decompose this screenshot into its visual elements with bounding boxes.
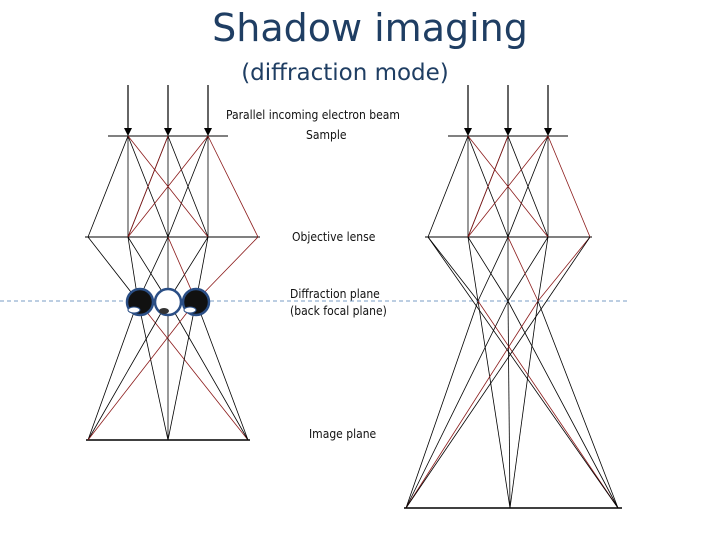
arrowhead-icon	[504, 128, 512, 136]
beam-label: Parallel incoming electron beam	[226, 108, 400, 122]
right-rays	[405, 135, 619, 509]
arrowhead-icon	[544, 128, 552, 136]
arrowhead-icon	[204, 128, 212, 136]
left-rays	[87, 135, 259, 441]
arrowhead-icon	[164, 128, 172, 136]
page-title: Shadow imaging	[212, 6, 528, 50]
back-focal-plane-label: (back focal plane)	[290, 304, 387, 318]
right-ray-diagram	[404, 85, 622, 509]
image-plane-label: Image plane	[309, 427, 377, 441]
left-ray-diagram	[85, 85, 260, 441]
diffraction-plane-label: Diffraction plane	[290, 287, 380, 301]
diffraction-spots	[125, 287, 211, 317]
arrowhead-icon	[124, 128, 132, 136]
sample-label: Sample	[306, 128, 347, 142]
arrowhead-icon	[464, 128, 472, 136]
page-subtitle: (diffraction mode)	[241, 60, 449, 86]
objective-lens-label: Objective lense	[292, 230, 376, 244]
